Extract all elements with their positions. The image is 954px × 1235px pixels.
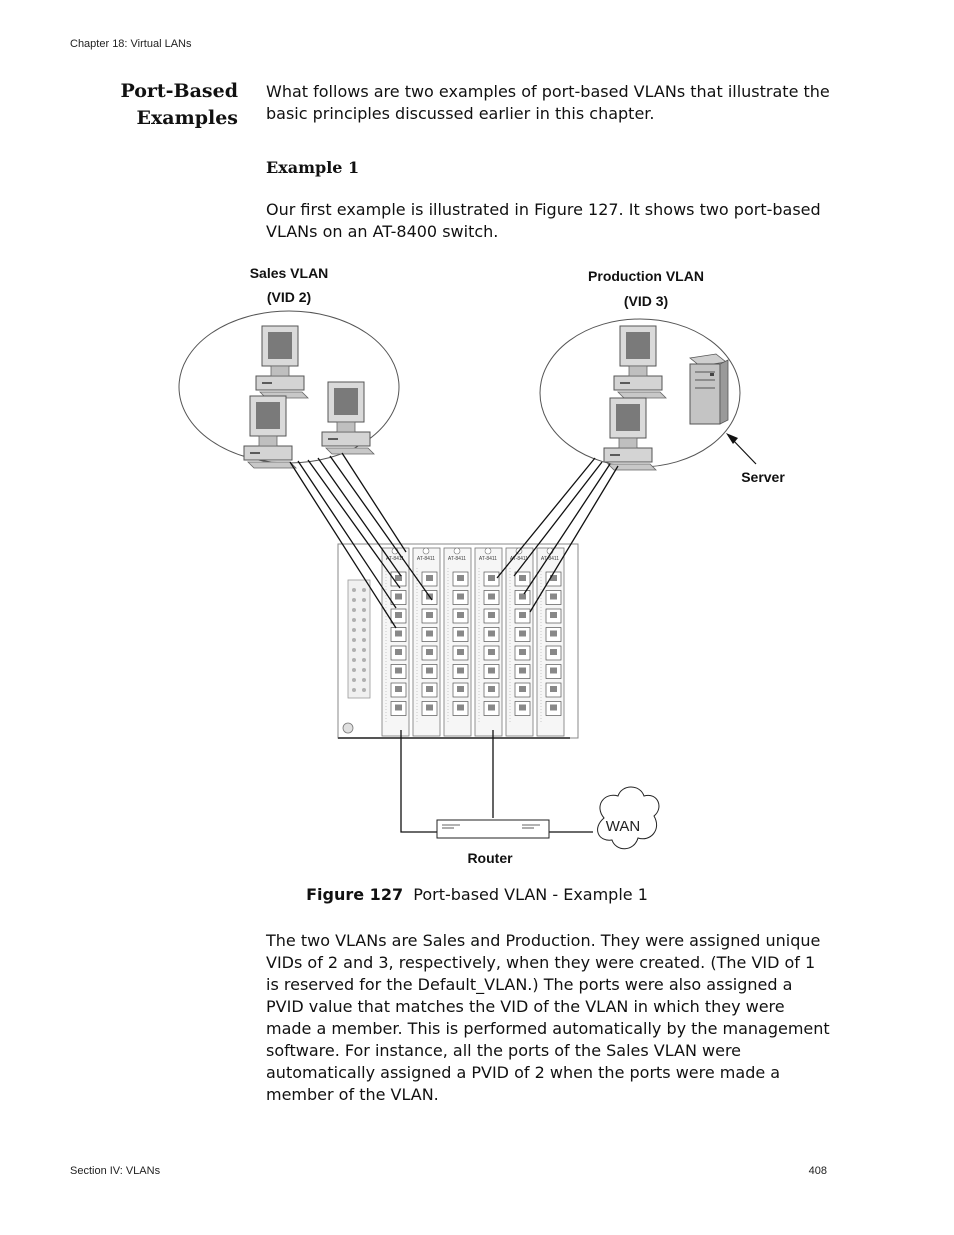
vlan-diagram-svg: Sales VLAN (VID 2) Production VLAN (VID … (178, 265, 785, 866)
vlan-diagram: Sales VLAN (VID 2) Production VLAN (VID … (170, 258, 810, 878)
production-cables (496, 457, 619, 613)
figure-caption: Figure 127 Port-based VLAN - Example 1 (0, 885, 954, 904)
port-jack (519, 593, 526, 600)
port-jack (426, 630, 433, 637)
port-jack (426, 575, 433, 581)
port-jack (457, 649, 464, 655)
port-jack (426, 686, 433, 692)
port-jack (519, 704, 526, 711)
router-cables (400, 730, 593, 833)
switch-modules: AT-8411 AT-8411 AT-8411 AT-8411 AT-8411 AT-84… (381, 547, 565, 737)
port-jack (457, 667, 464, 674)
section-heading-line2: Examples (136, 107, 238, 129)
intro-paragraph: What follows are two examples of port-ba… (266, 82, 830, 123)
example-heading: Example 1 (266, 158, 360, 177)
port-jack (519, 667, 526, 674)
server-arrow (730, 437, 757, 465)
port-jack (457, 704, 464, 711)
port-jack (550, 649, 557, 655)
server-label: Server (741, 469, 785, 485)
port-jack (488, 686, 495, 692)
server-icon (689, 353, 729, 425)
router-label: Router (467, 850, 513, 866)
port-jack (457, 612, 464, 618)
port-jack (457, 593, 464, 600)
module-screw (484, 547, 492, 555)
port-jack (488, 704, 495, 711)
port-jack (519, 612, 526, 618)
page-number: 408 (808, 1165, 827, 1177)
figure-caption-text: Port-based VLAN - Example 1 (413, 885, 648, 904)
sales-vlan-label: Sales VLAN (250, 265, 329, 281)
port-jack (395, 612, 402, 618)
port-jack (457, 630, 464, 637)
port-jack (426, 612, 433, 618)
section-heading: Port-Based Examples (70, 78, 238, 132)
example-paragraph: Our first example is illustrated in Figu… (266, 200, 821, 241)
port-jack (395, 667, 402, 674)
port-jack (550, 704, 557, 711)
computer-icon (243, 395, 297, 469)
computer-icon (255, 325, 309, 399)
computer-icon (613, 325, 667, 399)
port-jack (488, 575, 495, 581)
sales-vid-label: (VID 2) (267, 289, 311, 305)
port-jack (519, 575, 526, 581)
port-jack (519, 649, 526, 655)
port-jack (395, 686, 402, 692)
computer-icon (603, 397, 657, 471)
production-vlan-label: Production VLAN (588, 268, 704, 284)
sales-cables (289, 452, 433, 629)
port-jack (550, 612, 557, 618)
port-jack (457, 686, 464, 692)
port-jack (550, 686, 557, 692)
wan-cloud-icon (597, 786, 660, 850)
production-vid-label: (VID 3) (624, 293, 668, 309)
port-jack (426, 704, 433, 711)
port-jack (395, 704, 402, 711)
footer-section: Section IV: VLANs (70, 1165, 161, 1177)
module-label: AT-8411 (510, 556, 528, 562)
closing-paragraph: The two VLANs are Sales and Production. … (266, 931, 830, 1104)
module-screw (422, 547, 430, 555)
router-icon (436, 819, 550, 839)
port-jack (488, 649, 495, 655)
wan-label: WAN (606, 818, 640, 835)
module-label: AT-8411 (417, 556, 435, 562)
port-jack (488, 593, 495, 600)
port-jack (488, 612, 495, 618)
port-jack (395, 575, 402, 581)
port-jack (519, 686, 526, 692)
port-jack (550, 575, 557, 581)
port-jack (426, 667, 433, 674)
port-jack (395, 649, 402, 655)
port-jack (519, 630, 526, 637)
port-jack (550, 667, 557, 674)
port-jack (550, 593, 557, 600)
port-jack (488, 630, 495, 637)
port-jack (550, 630, 557, 637)
module-label: AT-8411 (448, 556, 466, 562)
module-label: AT-8411 (541, 556, 559, 562)
module-label: AT-8411 (479, 556, 497, 562)
section-heading-line1: Port-Based (120, 80, 238, 102)
port-jack (395, 630, 402, 637)
port-jack (395, 593, 402, 600)
running-head: Chapter 18: Virtual LANs (70, 38, 192, 50)
port-jack (426, 649, 433, 655)
port-jack (488, 667, 495, 674)
module-screw (453, 547, 461, 555)
computer-icon (321, 381, 375, 455)
port-jack (457, 575, 464, 581)
module-label: AT-8411 (386, 556, 404, 562)
figure-caption-number: Figure 127 (306, 885, 404, 904)
